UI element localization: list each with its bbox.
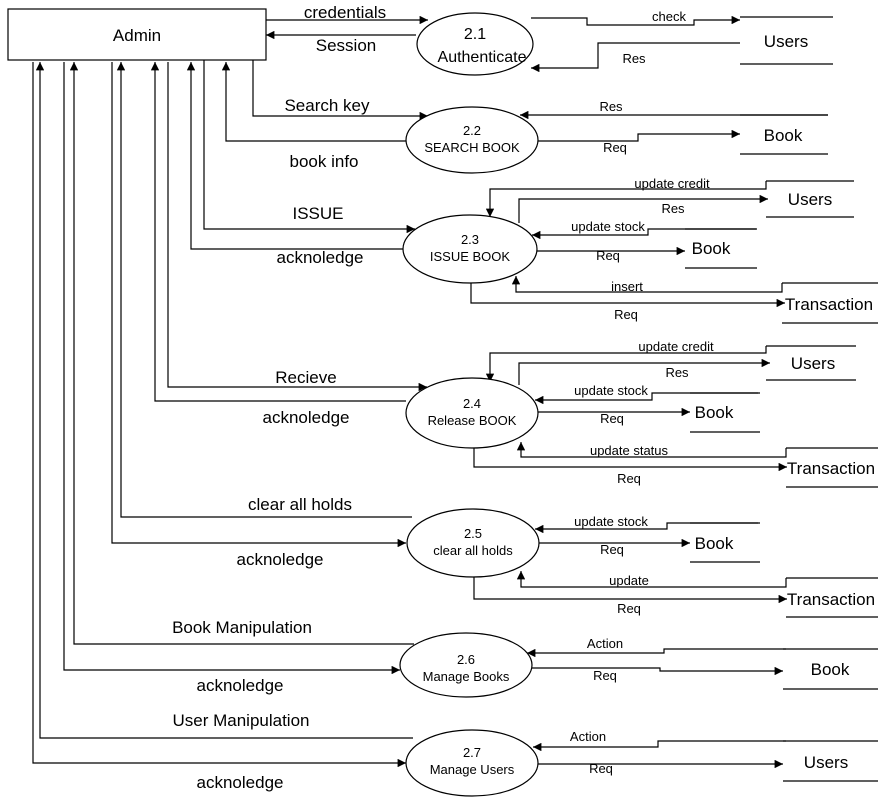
flow-req-books: Req <box>593 668 617 683</box>
process-2-5[interactable]: 2.5 clear all holds <box>406 508 540 578</box>
store-transaction-3-label: Transaction <box>787 590 875 609</box>
flow-req-issue-book: Req <box>596 248 620 263</box>
flow-clear-all-holds: clear all holds <box>248 495 352 514</box>
store-transaction-2-label: Transaction <box>787 459 875 478</box>
data-stores: Users Book Users Book Transaction Users … <box>685 16 878 782</box>
flow-check: check <box>652 9 686 24</box>
store-book-5[interactable]: Book <box>783 648 878 690</box>
flow-recieve: Recieve <box>275 368 336 387</box>
process-2-3-name: ISSUE BOOK <box>430 249 511 264</box>
process-2-2[interactable]: 2.2 SEARCH BOOK <box>405 106 539 174</box>
process-2-7[interactable]: 2.7 Manage Users <box>405 729 539 797</box>
flow-ack-release: acknoledge <box>263 408 350 427</box>
store-book-3[interactable]: Book <box>690 392 760 433</box>
store-book-4[interactable]: Book <box>690 522 760 563</box>
flow-action-users: Action <box>570 729 606 744</box>
flow-res-search: Res <box>599 99 623 114</box>
flow-book-manipulation: Book Manipulation <box>172 618 312 637</box>
store-users-4-label: Users <box>804 753 848 772</box>
flow-ack-manage-users: acknoledge <box>197 773 284 792</box>
flow-res-release: Res <box>665 365 689 380</box>
process-2-4-name: Release BOOK <box>428 413 517 428</box>
flow-update-clear: update <box>609 573 649 588</box>
flow-ack-manage-books: acknoledge <box>197 676 284 695</box>
store-transaction-1[interactable]: Transaction <box>782 282 878 324</box>
store-book-1[interactable]: Book <box>740 114 828 155</box>
process-2-3-number: 2.3 <box>461 232 479 247</box>
process-2-5-name: clear all holds <box>433 543 513 558</box>
admin-entity[interactable]: Admin <box>7 8 267 61</box>
flow-session: Session <box>316 36 376 55</box>
flow-book-info: book info <box>290 152 359 171</box>
process-2-1[interactable]: 2.1 Authenticate <box>416 12 534 76</box>
store-users-2-label: Users <box>788 190 832 209</box>
process-2-1-number: 2.1 <box>464 26 486 43</box>
store-users-3-label: Users <box>791 354 835 373</box>
process-2-2-name: SEARCH BOOK <box>424 140 520 155</box>
flow-req-users: Req <box>589 761 613 776</box>
flow-update-credit-release: update credit <box>638 339 714 354</box>
flow-credentials: credentials <box>304 3 386 22</box>
store-users-1[interactable]: Users <box>740 16 833 65</box>
store-users-2[interactable]: Users <box>766 180 854 218</box>
flow-user-manipulation: User Manipulation <box>172 711 309 730</box>
flow-req-issue-trans: Req <box>614 307 638 322</box>
flow-res-issue: Res <box>661 201 685 216</box>
store-users-3[interactable]: Users <box>766 345 856 381</box>
flow-req-release-book: Req <box>600 411 624 426</box>
store-users-1-label: Users <box>764 32 808 51</box>
flow-ack-clear: acknoledge <box>237 550 324 569</box>
process-2-7-name: Manage Users <box>430 762 515 777</box>
store-book-4-label: Book <box>695 534 734 553</box>
store-transaction-1-label: Transaction <box>785 295 873 314</box>
flow-res-auth: Res <box>622 51 646 66</box>
store-book-2-label: Book <box>692 239 731 258</box>
store-book-3-label: Book <box>695 403 734 422</box>
admin-connectors <box>32 15 428 768</box>
process-2-2-number: 2.2 <box>463 123 481 138</box>
store-book-2[interactable]: Book <box>685 228 757 269</box>
process-2-6-name: Manage Books <box>423 669 510 684</box>
process-2-3[interactable]: 2.3 ISSUE BOOK <box>402 214 538 284</box>
flow-req-release-trans: Req <box>617 471 641 486</box>
flow-insert: insert <box>611 279 643 294</box>
store-connectors <box>470 15 828 769</box>
admin-flow-labels: credentials Session Search key book info… <box>172 3 386 792</box>
flow-action-books: Action <box>587 636 623 651</box>
store-flow-labels: check Res Res Req update credit Res upda… <box>570 9 714 776</box>
process-2-4-number: 2.4 <box>463 396 481 411</box>
store-users-4[interactable]: Users <box>783 740 878 782</box>
flow-req-clear-book: Req <box>600 542 624 557</box>
process-2-6[interactable]: 2.6 Manage Books <box>399 632 533 698</box>
store-transaction-3[interactable]: Transaction <box>786 577 878 618</box>
process-2-1-name: Authenticate <box>438 49 527 66</box>
flow-ack-issue: acknoledge <box>277 248 364 267</box>
process-2-6-number: 2.6 <box>457 652 475 667</box>
flow-req-clear-trans: Req <box>617 601 641 616</box>
flow-issue: ISSUE <box>292 204 343 223</box>
process-2-5-number: 2.5 <box>464 526 482 541</box>
store-book-5-label: Book <box>811 660 850 679</box>
store-book-1-label: Book <box>764 126 803 145</box>
flow-update-credit-issue: update credit <box>634 176 710 191</box>
process-2-7-number: 2.7 <box>463 745 481 760</box>
flow-update-stock-clear: update stock <box>574 514 648 529</box>
flow-search-key: Search key <box>284 96 370 115</box>
flow-update-status: update status <box>590 443 669 458</box>
store-transaction-2[interactable]: Transaction <box>786 447 878 488</box>
process-2-4[interactable]: 2.4 Release BOOK <box>405 377 539 449</box>
flow-update-stock-issue: update stock <box>571 219 645 234</box>
flow-req-search: Req <box>603 140 627 155</box>
flow-update-stock-release: update stock <box>574 383 648 398</box>
admin-label: Admin <box>113 26 161 45</box>
